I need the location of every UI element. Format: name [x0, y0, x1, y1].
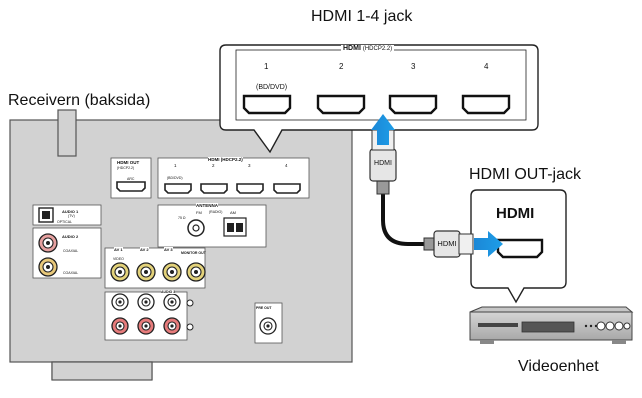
- rcv-av3-label: AV 3: [164, 247, 173, 252]
- rcv-antenna-label: ANTENNA: [196, 203, 218, 208]
- composite-video-jacks: [110, 262, 206, 282]
- rcv-video-label: VIDEO: [113, 257, 124, 261]
- rcv-monitor-out-label: MONITOR OUT: [181, 251, 206, 255]
- zoom-port-2-number: 2: [339, 62, 344, 71]
- hdmi-out-box-title: HDMI: [496, 205, 535, 222]
- rcv-am-label: AM: [230, 210, 236, 215]
- zoom-hdmi-ports: [242, 94, 511, 115]
- hdmi-out-jack-label: HDMI OUT-jack: [469, 166, 581, 183]
- cable-plug-label-horizontal: HDMI: [437, 239, 457, 248]
- analog-audio-jacks: [111, 293, 194, 335]
- receiver-rear-panel: [9, 109, 353, 398]
- rcv-av2-label: AV 2: [140, 247, 149, 252]
- rcv-port-1-sub: (BD/DVD): [167, 176, 183, 180]
- zoom-hdmi-title: HDMI: [343, 45, 361, 52]
- arrow-up-icon: [371, 114, 395, 145]
- rcv-optical-label: OPTICAL: [57, 220, 72, 224]
- rcv-coaxial-label-1: COAXIAL: [63, 249, 79, 253]
- rcv-pre-out-label: PRE OUT: [256, 306, 272, 310]
- rcv-hdmi-out-sub: (HDCP2.2): [117, 166, 135, 170]
- hdmi-out-callout: [470, 189, 567, 304]
- rcv-port-2: 2: [212, 163, 215, 168]
- zoom-port-4-number: 4: [484, 62, 489, 71]
- cable-plug-label-vertical: HDMI: [374, 160, 392, 167]
- coaxial-jacks: [38, 233, 58, 277]
- receiver-label: Receivern (baksida): [8, 92, 151, 109]
- rcv-audio1-sub: (TV): [68, 214, 75, 218]
- rcv-port-4: 4: [285, 163, 288, 168]
- rcv-port-1: 1: [174, 163, 177, 168]
- rcv-radio-label: (RADIO): [209, 210, 223, 214]
- hdmi-zoom-callout: [219, 44, 539, 154]
- rcv-audio1-label: AUDIO 1: [62, 209, 79, 214]
- device-hdmi-out-port-icon: [496, 238, 544, 259]
- rcv-hdmi-out-label: HDMI OUT: [117, 160, 140, 165]
- rcv-audio2-label: AUDIO 2: [62, 234, 79, 239]
- video-device: [469, 306, 634, 344]
- receiver-hdmi-input-ports: [164, 183, 301, 194]
- video-device-label: Videoenhet: [518, 358, 599, 375]
- zoom-port-3-number: 3: [411, 62, 416, 71]
- receiver-hdmi-out-port-icon: [116, 181, 146, 192]
- zoom-hdmi-subtitle: (HDCP2.2): [362, 46, 393, 52]
- hdmi-1-4-jack-label: HDMI 1-4 jack: [311, 8, 413, 25]
- rcv-av1-label: AV 1: [114, 247, 123, 252]
- rcv-fm-ohm-label: 75 Ω: [178, 216, 186, 220]
- rcv-fm-label: FM: [196, 210, 202, 215]
- zoom-hdmi-header: HDMI (HDCP2.2): [341, 45, 395, 52]
- rcv-coaxial-label-2: COAXIAL: [63, 271, 79, 275]
- rcv-arc-label: ARC: [127, 177, 135, 181]
- rcv-port-3: 3: [248, 163, 251, 168]
- rcv-hdmi-header: HDMI (HDCP2.2): [208, 157, 243, 162]
- hdmi-cable: [369, 129, 474, 258]
- rcv-audio3-label: AUDIO 3: [161, 290, 176, 294]
- zoom-port-1-sub: (BD/DVD): [256, 84, 288, 91]
- zoom-port-1-number: 1: [264, 62, 269, 71]
- arrow-right-icon: [474, 231, 503, 257]
